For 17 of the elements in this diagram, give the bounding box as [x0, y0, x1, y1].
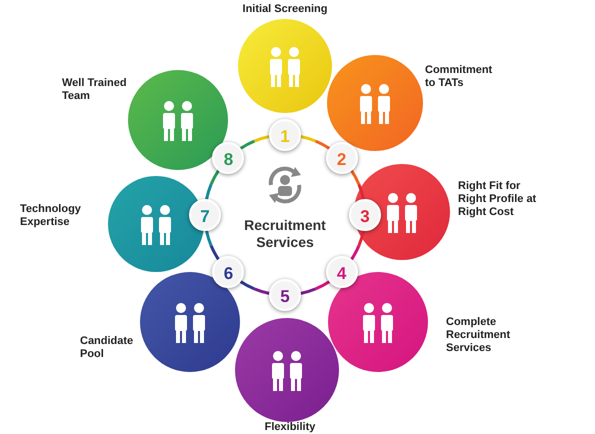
number-badge: 3 [349, 199, 381, 231]
number-badge: 2 [326, 142, 358, 174]
item-label: Flexibility [264, 421, 316, 434]
item-label: Technology Expertise [20, 203, 82, 229]
number-badge: 7 [189, 199, 221, 231]
center-title: Recruitment Services [243, 217, 327, 251]
item-label: Initial Screening [242, 3, 328, 16]
item-label: Commitment to TATs [425, 64, 494, 90]
number-badge: 4 [326, 256, 358, 288]
item-label: Complete Recruitment Services [446, 316, 512, 355]
item-label: Well Trained Team [62, 77, 128, 103]
number-badge: 5 [269, 279, 301, 311]
number-badge: 1 [269, 119, 301, 151]
number-badge: 8 [212, 142, 244, 174]
number-badge: 6 [212, 256, 244, 288]
item-label: Right Fit for Right Profile at Right Cost [458, 180, 538, 219]
item-label: Candidate Pool [80, 335, 134, 361]
